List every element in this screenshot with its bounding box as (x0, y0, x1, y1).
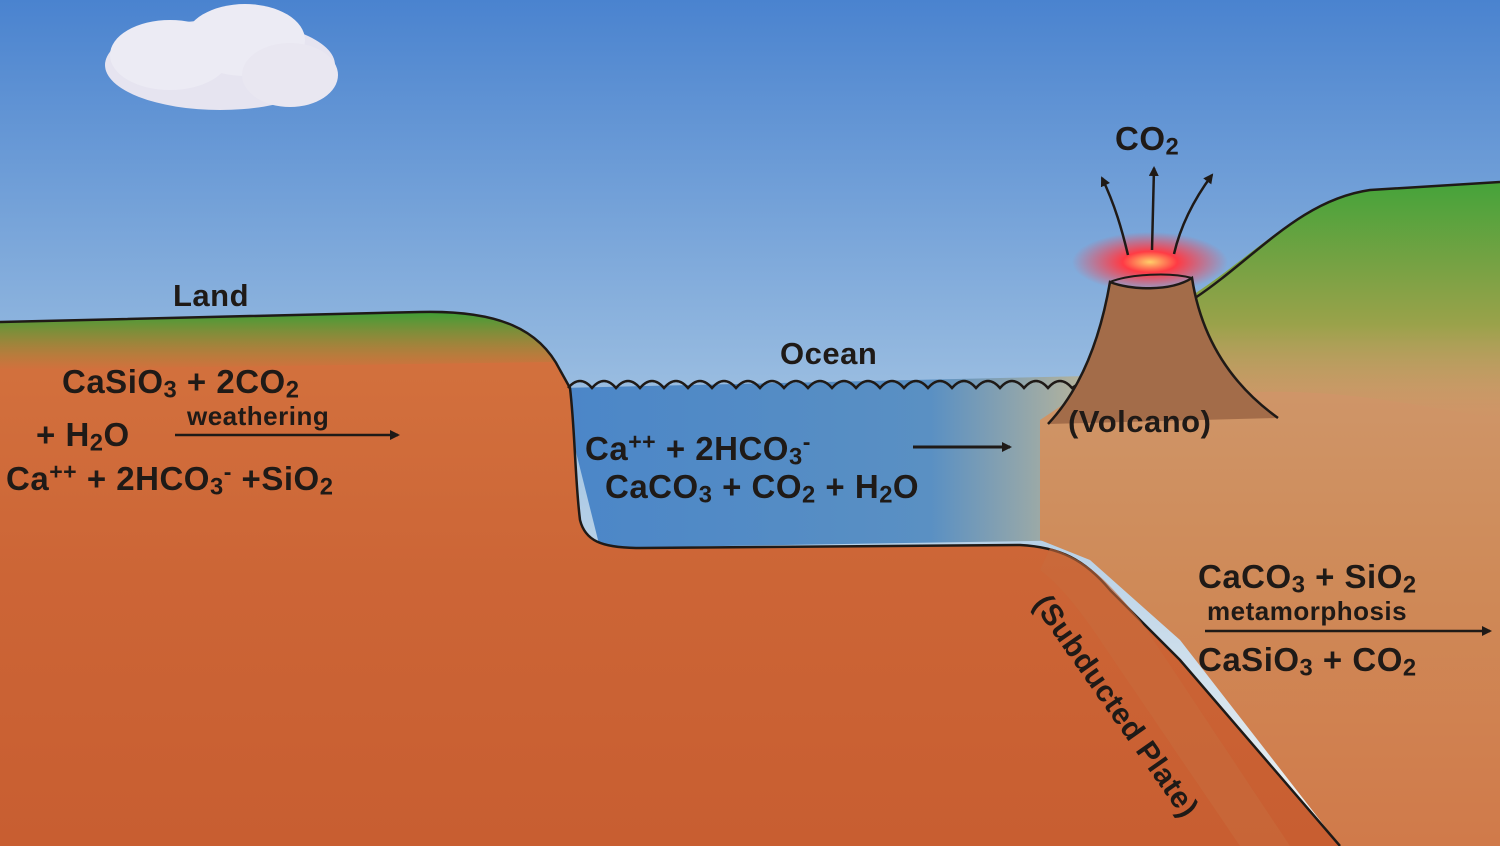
land-reaction-line3: Ca++ + 2HCO3- +SiO2 (6, 458, 334, 501)
metamorphic-reaction-line1: CaCO3 + SiO2 (1198, 558, 1417, 599)
ocean-label: Ocean (780, 336, 878, 371)
arrow-up-icon (1100, 166, 1214, 256)
ocean-surface-waves (567, 374, 1091, 390)
land-reaction-line2: + H2O (36, 416, 130, 457)
metamorphic-reaction-line2: CaSiO3 + CO2 (1198, 641, 1417, 682)
co2-emission-label: CO2 (1115, 120, 1180, 161)
land-label: Land (173, 278, 250, 313)
metamorphosis-label: metamorphosis (1207, 596, 1408, 626)
subducted-plate (1040, 548, 1290, 846)
ocean-reaction-line1: Ca++ + 2HCO3- (585, 428, 811, 471)
left-grass (0, 311, 555, 370)
right-grass (1185, 182, 1500, 420)
cloud-icon (105, 4, 338, 110)
ocean-reaction-line2: CaCO3 + CO2 + H2O (605, 468, 920, 509)
volcano-label: (Volcano) (1068, 404, 1212, 439)
earth-crust (0, 311, 1340, 846)
volcano-icon (1047, 232, 1279, 425)
land-reaction-line1: CaSiO3 + 2CO2 (62, 363, 300, 404)
ocean-water (560, 376, 1090, 548)
weathering-label: weathering (187, 401, 330, 431)
